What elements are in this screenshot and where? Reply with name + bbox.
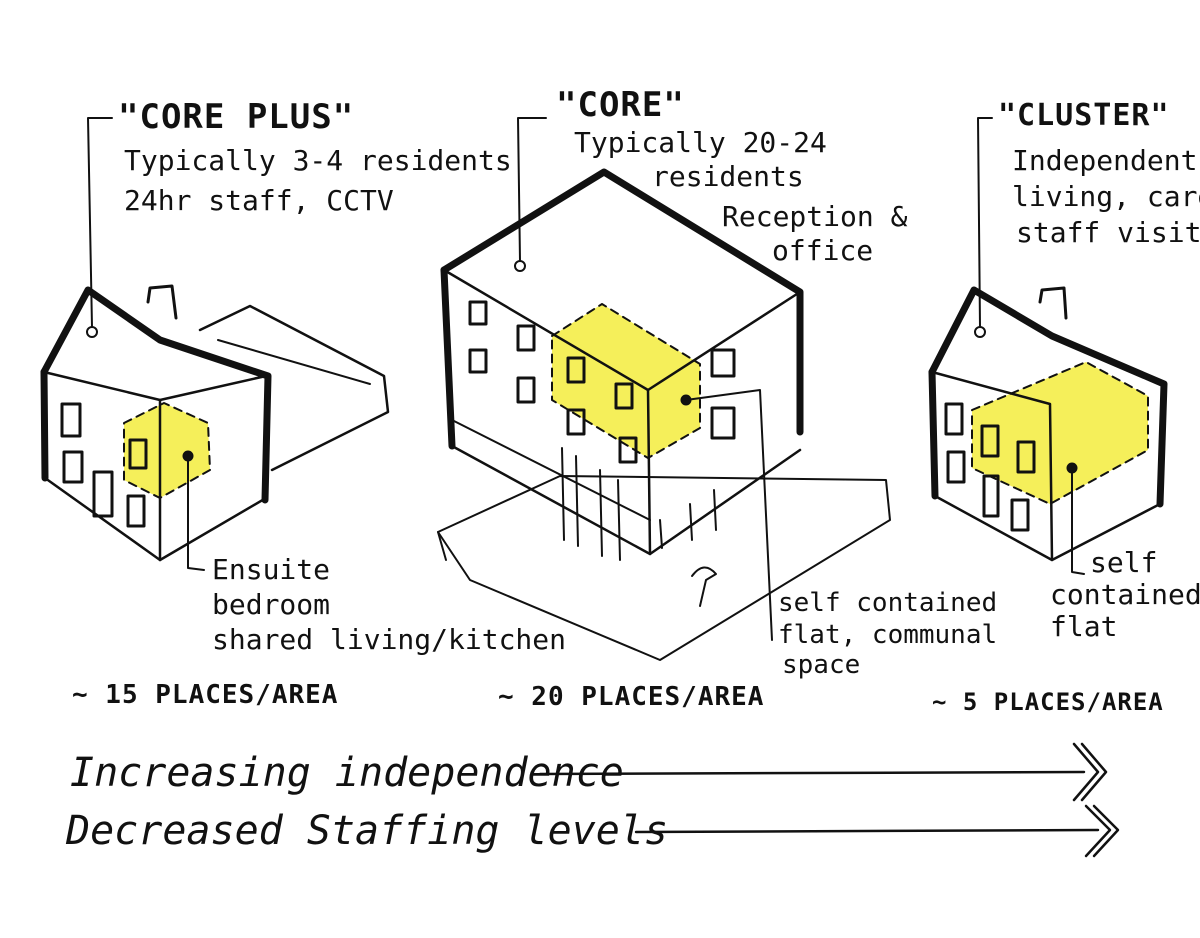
staffing-arrow [634, 828, 1100, 834]
core-reception: Reception & [722, 200, 908, 233]
core-plus-note-shared: shared living/kitchen [212, 623, 567, 656]
core-plus-note-ensuite: Ensuite [212, 553, 331, 586]
core-note-self: self contained [778, 588, 998, 618]
core-office: office [772, 234, 874, 267]
core-note-flat: flat, communal [778, 620, 998, 650]
independence-arrow [538, 770, 1086, 776]
core-residents-1: Typically 20-24 [574, 126, 827, 159]
cluster-line-2: living, care [1012, 180, 1200, 213]
core-plus-house [40, 117, 390, 571]
cluster-places: ~ 5 PLACES/AREA [932, 688, 1164, 716]
core-plus-staffing: 24hr staff, CCTV [124, 184, 394, 217]
core-plus-residents: Typically 3-4 residents [124, 144, 512, 177]
cluster-note-flat: flat [1050, 610, 1118, 643]
core-plus-title: "CORE PLUS" [118, 97, 355, 137]
legend-arrows [538, 742, 1120, 858]
cluster-highlight [972, 362, 1148, 504]
cluster-line-1: Independent [1012, 144, 1198, 177]
legend-independence: Increasing independence [70, 750, 624, 796]
cluster-note-contained: contained [1050, 578, 1200, 611]
cluster-title: "CLUSTER" [998, 98, 1170, 133]
core-title: "CORE" [556, 85, 685, 125]
cluster-note-self: self [1090, 546, 1158, 579]
core-places: ~ 20 PLACES/AREA [498, 682, 765, 712]
cluster-line-3: staff visit [1016, 216, 1200, 249]
core-residents-2: residents [652, 160, 804, 193]
core-building [437, 117, 891, 661]
cluster-house [928, 117, 1168, 575]
legend-staffing: Decreased Staffing levels [66, 808, 669, 854]
core-note-space: space [782, 650, 861, 680]
core-plus-note-bedroom: bedroom [212, 588, 331, 621]
core-plus-places: ~ 15 PLACES/AREA [72, 680, 339, 710]
